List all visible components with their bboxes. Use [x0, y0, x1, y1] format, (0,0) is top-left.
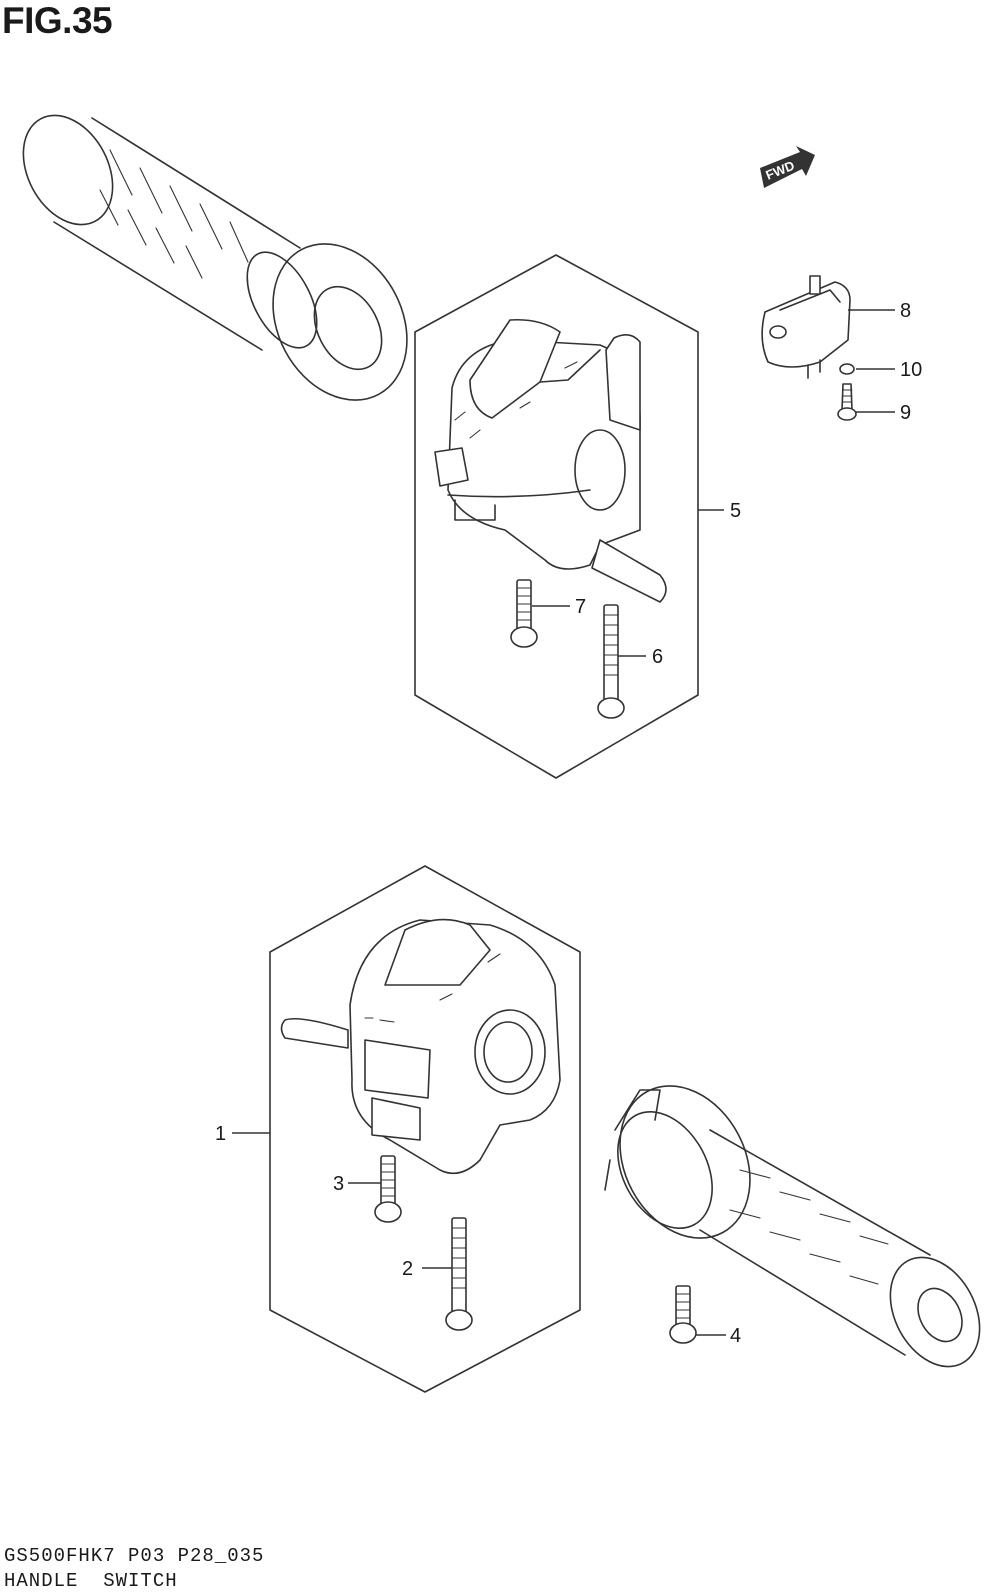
footer-model-code: GS500FHK7 P03 P28_035	[4, 1545, 265, 1567]
side-stand-switch	[761, 275, 857, 421]
callout-3: 3	[333, 1173, 344, 1195]
callout-2: 2	[402, 1258, 413, 1280]
footer-section-name: HANDLE SWITCH	[4, 1570, 178, 1592]
forward-direction-icon: FWD	[760, 146, 815, 188]
callout-4: 4	[730, 1325, 741, 1347]
callout-1: 1	[215, 1123, 226, 1145]
callout-5: 5	[730, 500, 741, 522]
right-switch-assembly-group	[414, 254, 699, 779]
left-handlebar-grip	[22, 114, 408, 401]
callout-7: 7	[575, 596, 586, 618]
callout-labels: 5 7 6 8 10 9 1 3 2 4	[215, 300, 922, 1347]
leader-lines	[232, 309, 895, 1336]
callout-6: 6	[652, 646, 663, 668]
callout-10: 10	[900, 359, 922, 381]
callout-9: 9	[900, 402, 911, 424]
throttle-grip	[604, 1085, 981, 1368]
callout-8: 8	[900, 300, 911, 322]
left-switch-assembly-group	[269, 865, 581, 1393]
figure-title: FIG.35	[2, 0, 113, 41]
